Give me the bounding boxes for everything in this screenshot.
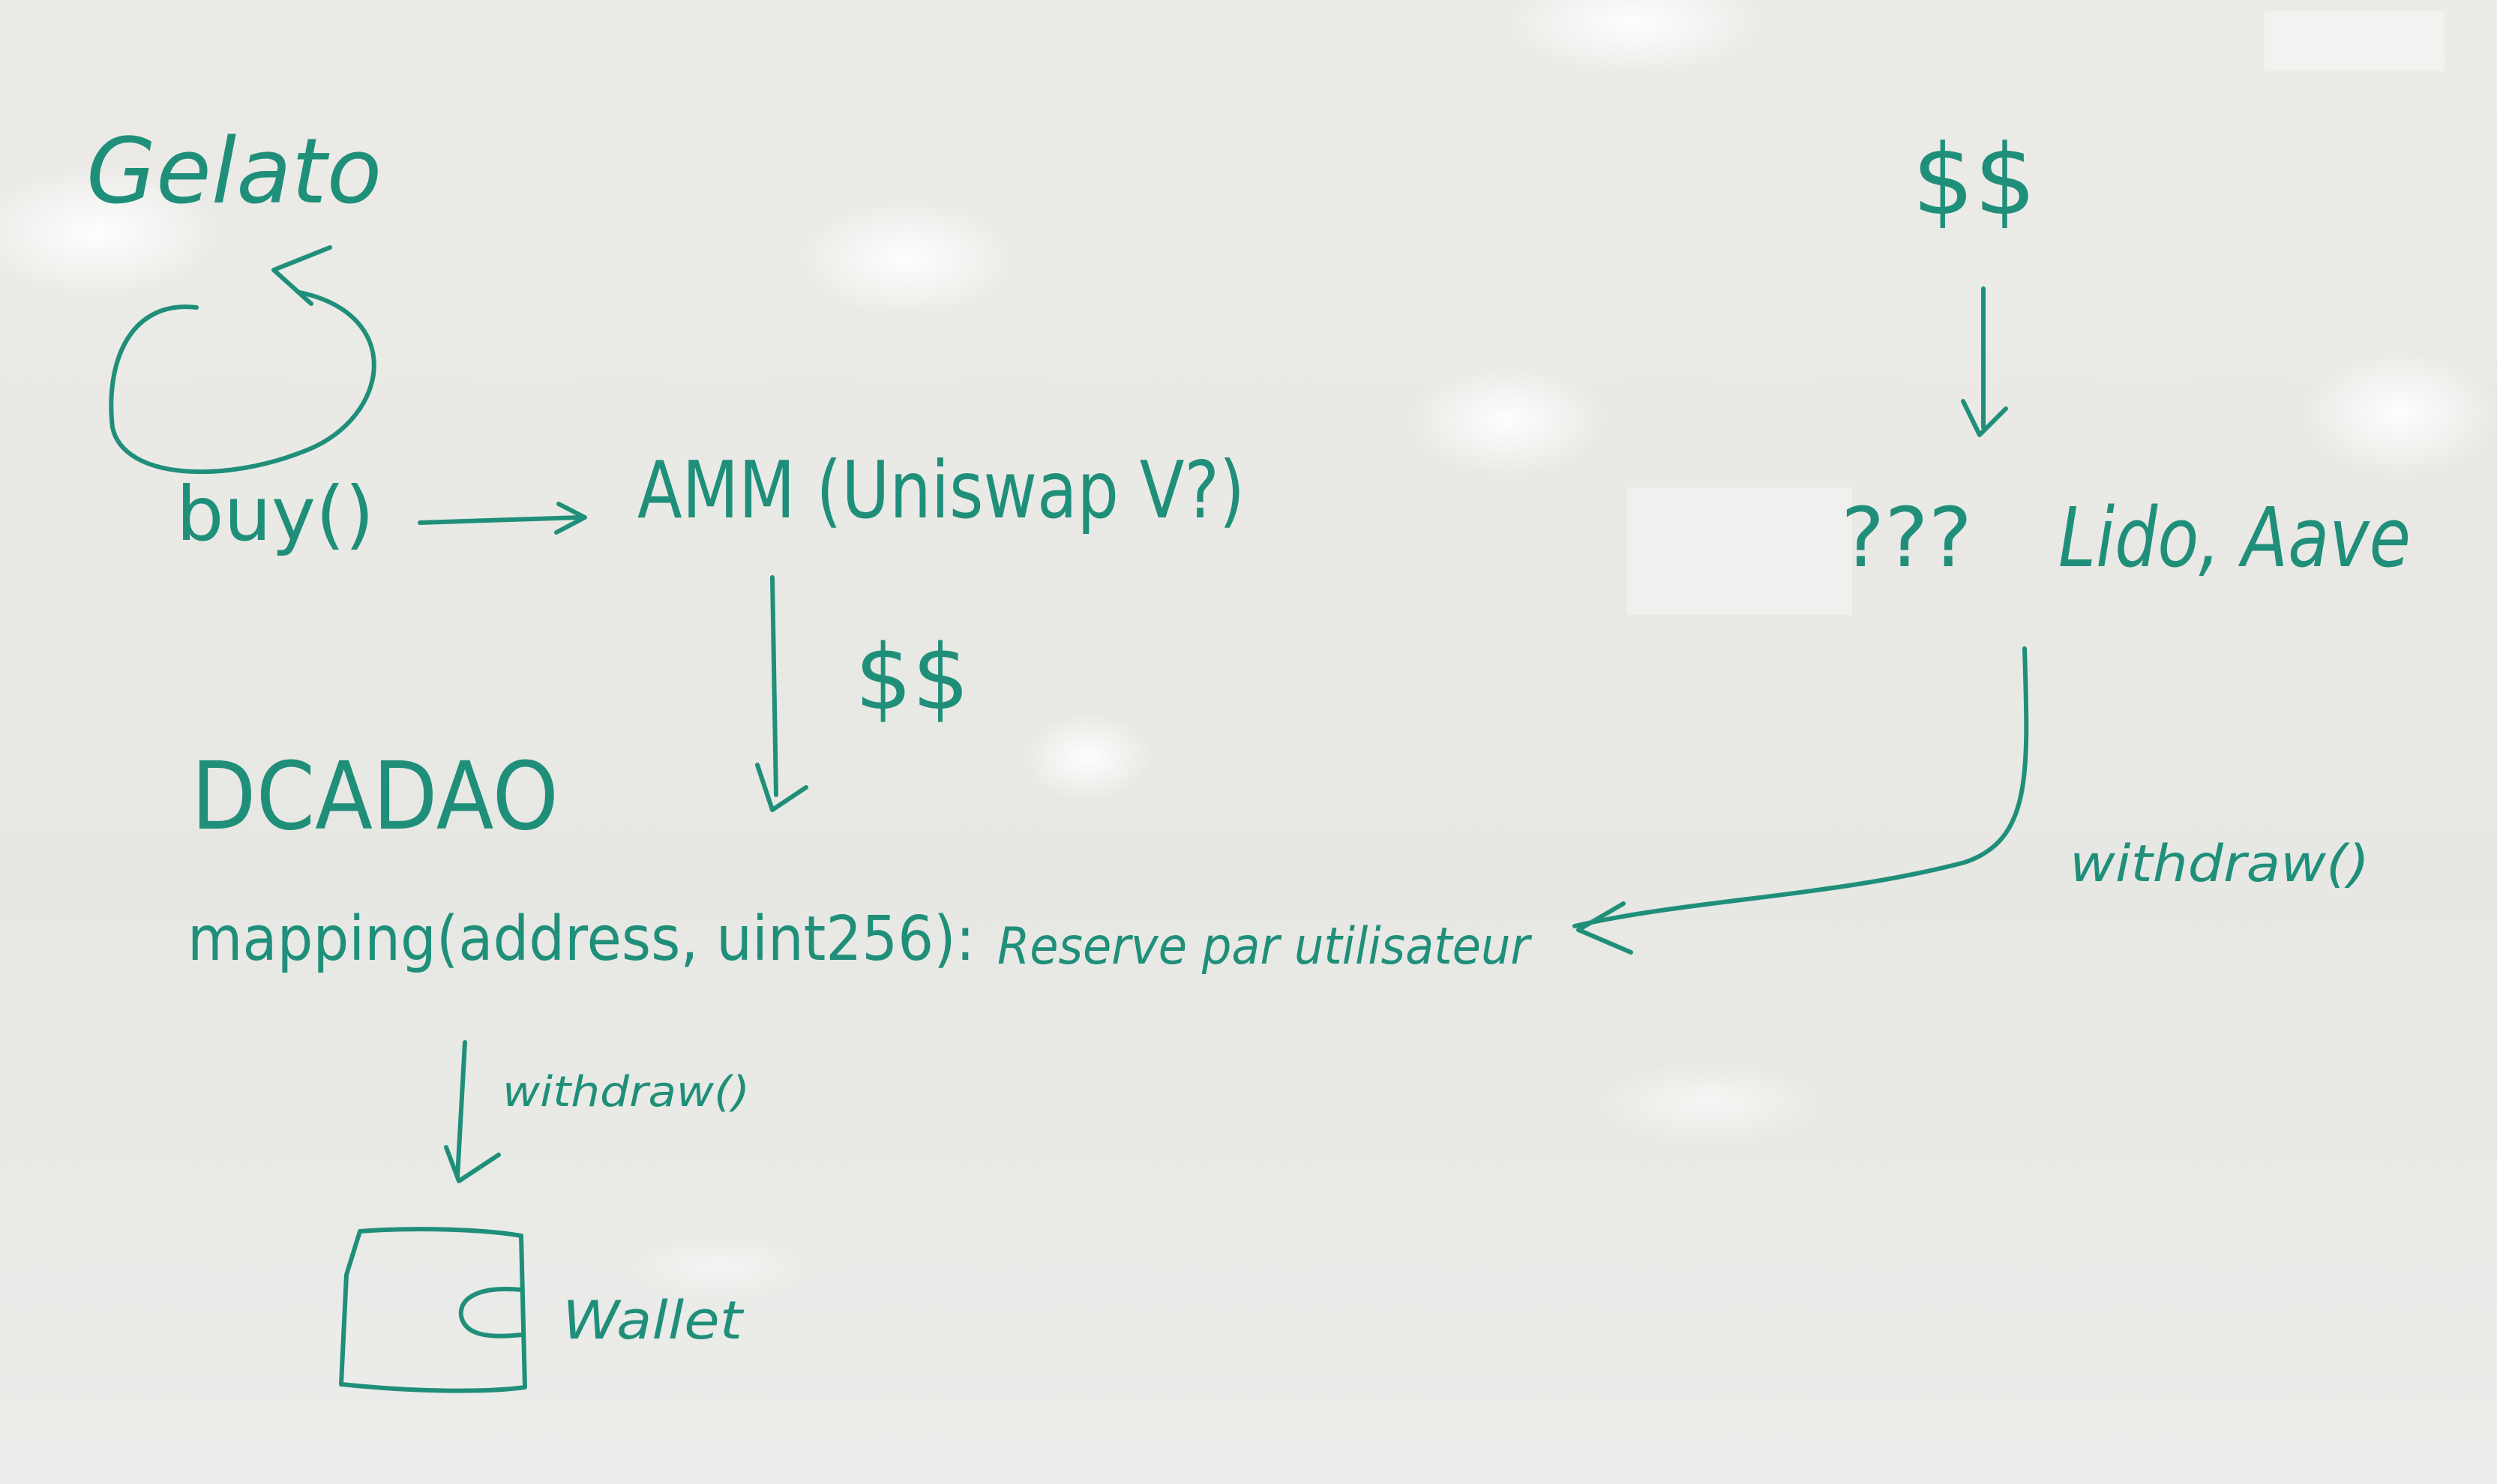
arrow-amm-to-dcadao [770,575,778,797]
top-money-label: $$ [1912,123,2036,237]
amm-label: AMM (Uniswap V?) [637,445,1245,536]
withdraw-bottom-label: withdraw() [502,1068,750,1117]
buy-label: buy() [176,470,374,558]
amm-money-label: $$ [855,626,970,730]
gelato-label: Gelato [86,120,382,224]
light-reflections [0,0,2497,1301]
unknown-label: ??? [1841,490,1972,586]
wallet-label: Wallet [562,1290,745,1351]
arrow-buy-to-amm [418,515,583,525]
withdraw-right-label: withdraw() [2070,835,2370,894]
protocols-label: Lido, Aave [2058,490,2411,586]
mapping-label: mapping(address, uint256): [187,904,975,975]
reserve-label: Reserve par utilisateur [997,917,1533,976]
wallet-icon [339,1227,527,1393]
dcadao-label: DCADAO [191,742,559,851]
arrow-withdraw-to-reserve [1572,646,2029,928]
loop-arrowhead-icon [271,245,332,306]
loop-arrow-icon [109,290,376,475]
arrow-reserve-to-wallet [455,1040,467,1180]
